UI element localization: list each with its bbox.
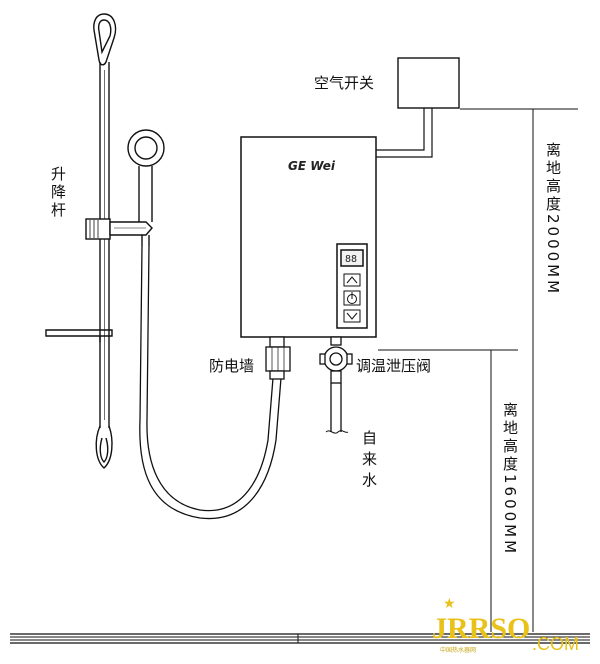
height-2000-label: 离地高度2000MM	[544, 142, 562, 296]
anti-shock-wall-label: 防电墙	[209, 357, 254, 375]
height-2000-label-chars: 离地高度2000MM	[544, 142, 562, 296]
pressure-relief-valve	[319, 336, 353, 384]
lift-bar-bottom-cap	[95, 425, 113, 469]
pressure-valve-label: 调温泄压阀	[356, 357, 431, 375]
power-button	[343, 290, 361, 306]
lift-bar-bottom-cap-inner	[99, 437, 109, 463]
floor	[10, 633, 590, 644]
shower-handle-lower	[141, 235, 150, 246]
height-dimensions	[378, 108, 578, 632]
air-switch	[397, 57, 460, 109]
up-button	[343, 273, 361, 287]
watermark-star-icon: ★	[443, 596, 456, 612]
soap-shelf	[45, 329, 113, 337]
down-arrow-icon	[346, 312, 358, 320]
led-display	[340, 249, 364, 267]
tap-water-label: 自来水	[360, 430, 378, 493]
hand-shower	[127, 129, 165, 246]
lift-bar-top-cap-inner	[97, 19, 112, 55]
down-button	[343, 309, 361, 323]
shower-handle	[138, 166, 153, 222]
height-1600-label: 离地高度1600MM	[501, 402, 519, 556]
up-arrow-icon	[346, 276, 358, 284]
watermark-suffix: .COM	[532, 634, 579, 654]
air-switch-label: 空气开关	[314, 74, 374, 92]
lift-bar-label: 升降杆	[49, 166, 67, 220]
shower-head-outer	[127, 129, 165, 167]
power-cable	[376, 108, 433, 158]
lift-bar-label-chars: 升降杆	[49, 166, 67, 220]
height-1600-label-chars: 离地高度1600MM	[501, 402, 519, 556]
led-digits: 88	[345, 254, 357, 265]
tap-water-label-chars: 自来水	[360, 430, 378, 493]
slider-arm	[109, 221, 153, 236]
anti-shock-wall-fitting	[265, 336, 291, 380]
lift-bar-top-cap	[93, 13, 117, 66]
watermark-sub: 中国热水器网	[440, 646, 476, 654]
watermark-main: JRRSO	[432, 612, 530, 645]
control-panel	[336, 243, 368, 329]
site-watermark: ★ JRRSO .COM 中国热水器网	[432, 596, 579, 654]
shower-lift-bar	[45, 13, 153, 469]
tap-water-pipe	[325, 383, 349, 434]
shower-head-inner	[134, 136, 158, 160]
shower-hose	[139, 245, 282, 520]
water-heater	[240, 136, 377, 338]
air-switch-box	[397, 57, 460, 109]
heater-brand-logo: GE Wei	[288, 159, 336, 173]
